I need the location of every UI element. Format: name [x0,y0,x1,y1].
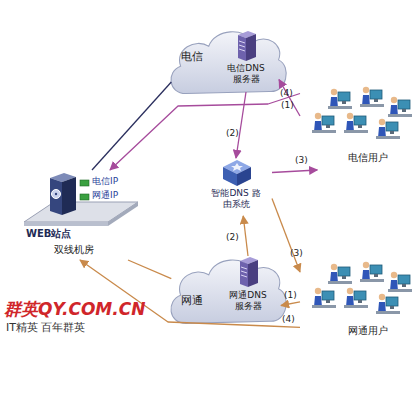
user-group-icon [300,80,415,148]
node-label: 电信 [181,50,211,63]
step-number: (1) [284,290,297,300]
smart-dns-router: 智能DNS 路由系统 [200,158,272,216]
netcom-cloud: 网通网通DNS 服务器 [165,250,290,332]
dns-server: 网通DNS 服务器 [215,256,281,322]
node-label: 电信IP [92,176,138,187]
dns-server-icon [234,30,258,62]
node-label: 电信用户 [348,152,408,164]
node-label: WEB站点 [26,228,86,240]
node-label: 网通用户 [348,325,408,337]
node-label: 网通 [181,294,211,307]
watermark: 群英QY.COM.CN [4,298,145,321]
step-number: (2) [226,232,239,242]
web-site: 电信IP 网通IP WEB站点双线机房 [20,170,140,260]
dns-server-icon [236,256,260,288]
node-label: 网通IP [92,190,138,201]
step-number: (1) [281,100,294,110]
user-group: 网通用户 [300,255,415,340]
connector-arrow [236,92,246,158]
connector-arrow [243,216,248,256]
step-number: (3) [295,155,308,165]
telecom-cloud: 电信电信DNS 服务器 [165,22,290,102]
node-label: 双线机房 [54,244,114,256]
connector-arrow [110,94,300,171]
watermark: IT精英 百年群英 [6,320,85,335]
user-group: 电信用户 [300,80,415,170]
cloud-shape [165,250,290,332]
step-number: (2) [226,128,239,138]
connector-arrow [92,82,171,170]
step-number: (3) [290,248,303,258]
connector-arrow [272,170,317,173]
connector-arrow [128,260,171,279]
step-number: (4) [282,314,295,324]
user-group-icon [300,255,415,323]
step-number: (4) [280,88,293,98]
node-label: 网通DNS 服务器 [224,290,272,312]
dns-server: 电信DNS 服务器 [213,30,279,92]
smart-dns-icon [220,158,254,188]
node-label: 电信DNS 服务器 [222,63,270,85]
connector-arrow [272,199,300,272]
node-label: 智能DNS 路由系统 [211,188,261,210]
